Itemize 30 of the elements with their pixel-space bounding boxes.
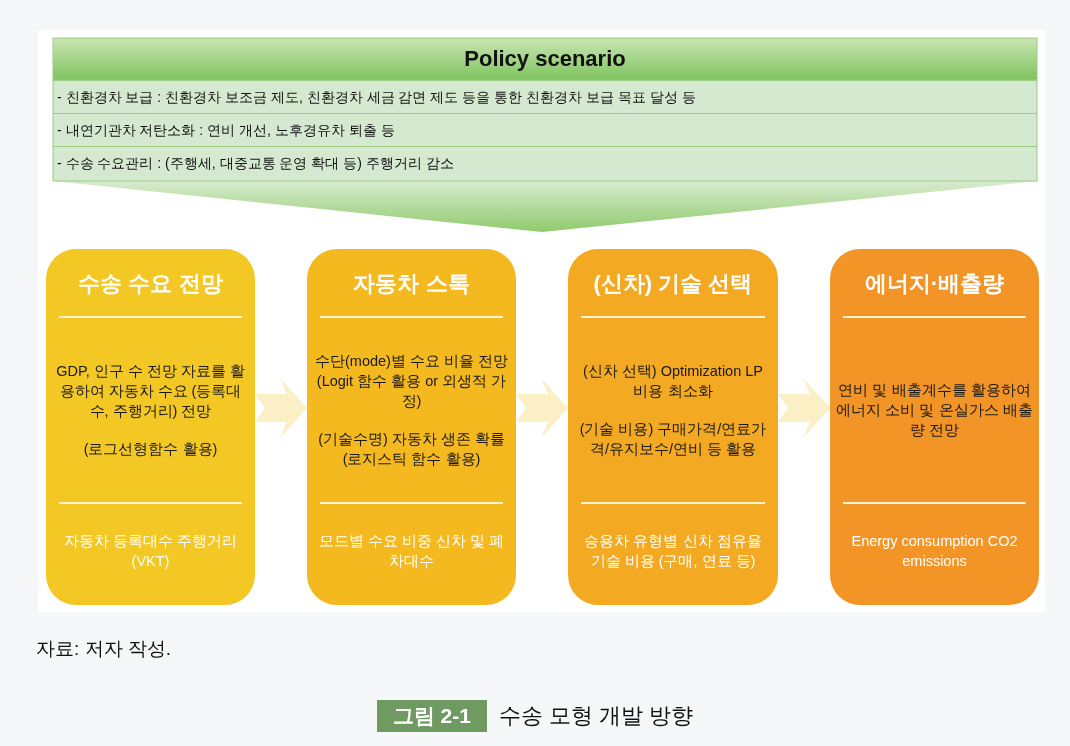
process-card bbox=[568, 249, 778, 605]
scenario-row: - 수송 수요관리 : (주행세, 대중교통 운영 확대 등) 주행거리 감소 bbox=[53, 146, 1037, 179]
card-text: 수단(mode)별 수요 비율 전망 (Logit 함수 활용 or 외생적 가정) bbox=[314, 352, 509, 411]
process-card bbox=[830, 249, 1039, 605]
card-text: (신차 선택) Optimization LP 비용 최소화 bbox=[581, 362, 765, 401]
card-title: 에너지·배출량 bbox=[863, 270, 1006, 298]
process-card bbox=[46, 249, 255, 605]
card-text: (기술수명) 자동차 생존 확률 (로지스틱 함수 활용) bbox=[317, 430, 506, 469]
card-title: 자동차 스톡 bbox=[352, 270, 471, 298]
figure-number-badge: 그림 2-1 bbox=[376, 700, 487, 732]
card-text: (기술 비용) 구매가격/연료가격/유지보수/연비 등 활용 bbox=[578, 420, 768, 459]
card-title: (신차) 기술 선택 bbox=[592, 270, 754, 298]
panel-heading: Policy scenario bbox=[463, 46, 627, 72]
policy-arrow-panel bbox=[53, 38, 1037, 232]
card-text: GDP, 인구 수 전망 자료를 활용하여 자동차 수요 (등록대수, 주행거리) 전망 bbox=[55, 362, 246, 421]
card-text: 연비 및 배출계수를 활용하여 에너지 소비 및 온실가스 배출량 전망 bbox=[836, 381, 1033, 440]
scenario-row: - 내연기관차 저탄소화 : 연비 개선, 노후경유차 퇴출 등 bbox=[53, 113, 1037, 146]
source-note: 자료: 저자 작성. bbox=[36, 637, 172, 661]
card-output-text: 자동차 등록대수 주행거리(VKT) bbox=[62, 532, 239, 571]
card-title: 수송 수요 전망 bbox=[77, 270, 224, 298]
chevron-arrow bbox=[778, 378, 830, 438]
card-output-text: 승용차 유형별 신차 점유율 기술 비용 (구매, 연료 등) bbox=[583, 532, 763, 571]
scenario-row: - 친환경차 보급 : 친환경차 보조금 제도, 친환경차 세금 감면 제도 등을 통한 친환경차 보급 목표 달성 등 bbox=[53, 80, 1037, 113]
card-output-text: 모드별 수요 비중 신차 및 폐차대수 bbox=[317, 532, 506, 571]
card-output-text: Energy consumption CO2 emissions bbox=[850, 532, 1019, 571]
figure-caption: 수송 모형 개발 방향 bbox=[498, 702, 694, 730]
chevron-arrow bbox=[255, 378, 307, 438]
chevron-arrow bbox=[516, 378, 568, 438]
process-card bbox=[307, 249, 516, 605]
card-text: (로그선형함수 활용) bbox=[83, 440, 218, 459]
